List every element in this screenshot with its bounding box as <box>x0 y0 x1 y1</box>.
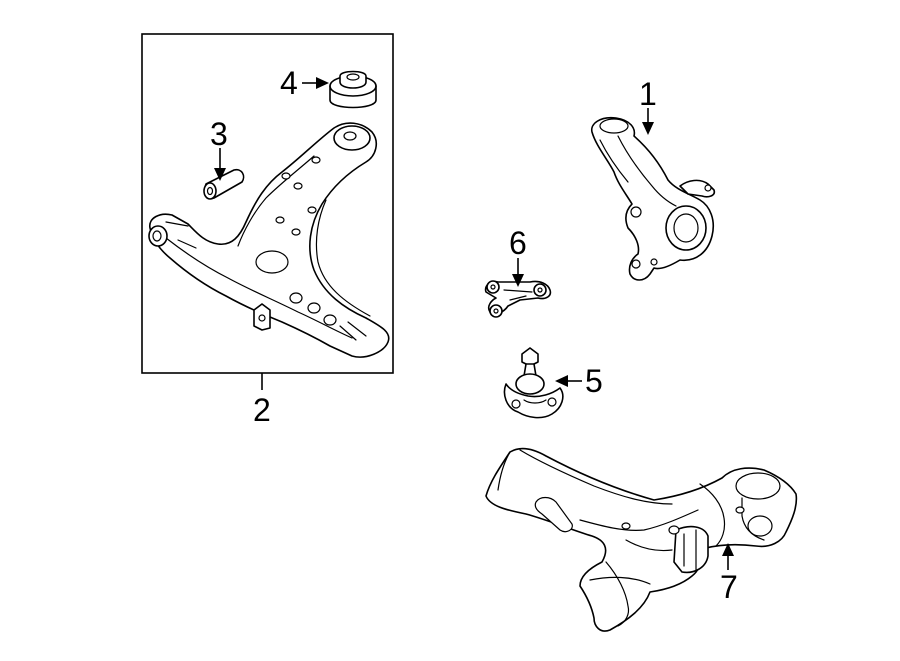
ball-joint <box>503 347 564 419</box>
callout-7-arrowhead <box>722 543 734 556</box>
callout-5-arrowhead <box>555 375 568 387</box>
rear-mount-bushing <box>329 70 377 109</box>
callout-5: 5 <box>585 363 603 399</box>
ball-joint-bracket <box>484 280 552 318</box>
callout-3-arrowhead <box>214 168 226 181</box>
callout-4: 4 <box>280 65 298 101</box>
lower-control-arm <box>148 122 390 358</box>
callout-3: 3 <box>210 116 228 152</box>
callout-1-arrowhead <box>642 122 654 135</box>
callout-1: 1 <box>639 76 657 112</box>
callout-7: 7 <box>720 569 738 605</box>
bushing <box>203 168 245 200</box>
callout-6: 6 <box>509 225 527 261</box>
callout-6-arrowhead <box>512 274 524 287</box>
subframe <box>485 447 798 632</box>
steering-knuckle <box>591 116 716 281</box>
assembly-group-box <box>141 33 394 374</box>
callout-4-arrowhead <box>316 77 329 89</box>
callout-2: 2 <box>253 392 271 428</box>
